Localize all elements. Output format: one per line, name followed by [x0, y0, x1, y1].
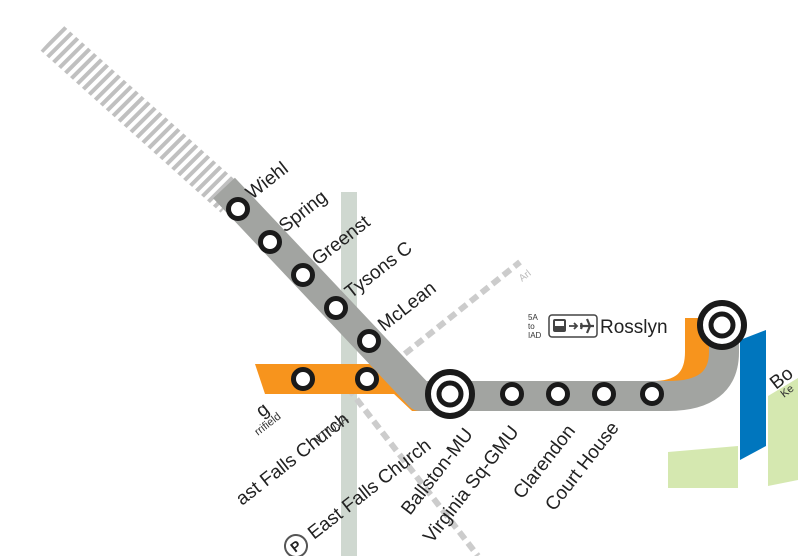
station-clarendon[interactable] [546, 382, 570, 406]
bus-route-5a: 5A [528, 313, 538, 322]
station-spring-hill[interactable] [258, 230, 282, 254]
station-tysons[interactable] [324, 296, 348, 320]
parking-icon: P [284, 534, 308, 556]
label-mclean: McLean [374, 278, 440, 336]
label-wiehle: Wiehl [242, 158, 292, 204]
station-efc[interactable] [355, 367, 379, 391]
park-area-2 [768, 378, 798, 486]
bus-route-iad: IAD [528, 331, 542, 340]
blue-line [740, 330, 766, 460]
park-area [668, 446, 738, 488]
station-virginia-sq[interactable] [500, 382, 524, 406]
station-dunn-loring[interactable] [291, 367, 315, 391]
trail-dashed-se [345, 386, 481, 556]
bus-icon [553, 319, 566, 332]
station-rosslyn-transfer[interactable] [697, 300, 747, 350]
arrow-icon [569, 322, 579, 330]
station-greensboro[interactable] [291, 263, 315, 287]
bus-route-to: to [528, 322, 535, 331]
station-ballston-transfer[interactable] [425, 369, 475, 419]
station-court-house[interactable] [592, 382, 616, 406]
bus-airport-icons [548, 314, 598, 338]
label-arlington-partial: Arl [517, 268, 533, 284]
station-mclean[interactable] [357, 329, 381, 353]
label-rosslyn: Rosslyn [600, 317, 668, 338]
label-spring-hill: Spring [275, 187, 331, 237]
station-wiehle[interactable] [226, 197, 250, 221]
airplane-icon [579, 318, 594, 334]
station-court-house-2[interactable] [640, 382, 664, 406]
silver-line-future [40, 25, 244, 213]
station-markers [226, 197, 664, 406]
silver-line [213, 177, 739, 411]
